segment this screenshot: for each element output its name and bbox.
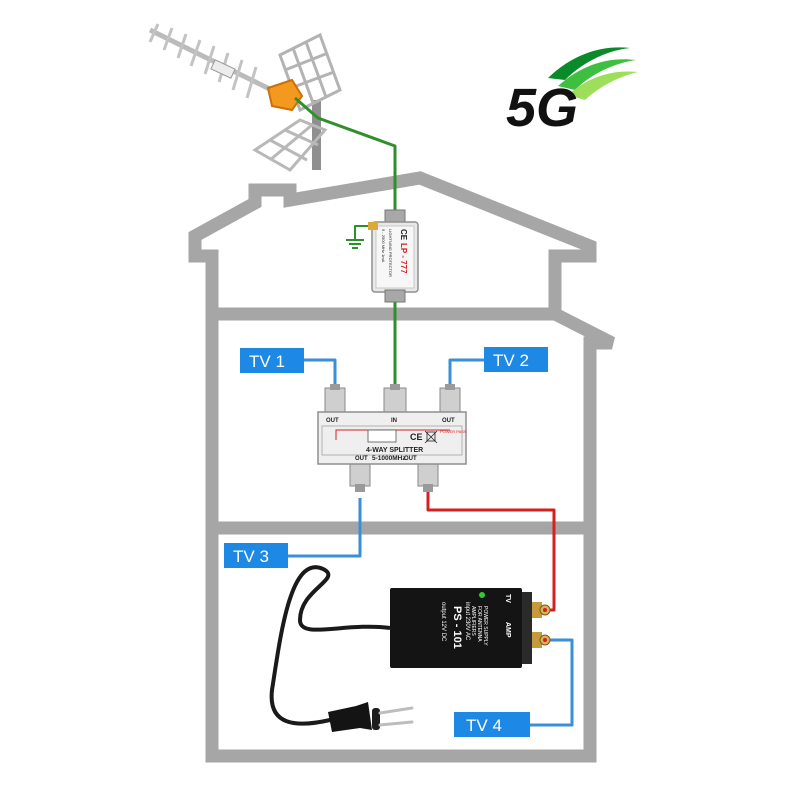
cables [269, 96, 574, 727]
protector-title: LIGHTNING PROTECTOR [388, 229, 393, 277]
splitter-port-out-left [324, 387, 346, 413]
protector-ce: CE [399, 229, 408, 241]
ps-port-tv [532, 602, 551, 618]
power-supply-unit: PS - 101 input 230V AC output 12V DC POW… [390, 588, 551, 668]
tv-outlet-1-label: TV 1 [249, 352, 285, 371]
cable-tv4 [530, 638, 574, 727]
tv-outlet-4: TV 4 [454, 712, 530, 737]
splitter-port-out-right [439, 387, 461, 413]
splitter-power-pass: POWER PASS [440, 429, 467, 434]
lower-roof [205, 307, 615, 763]
5g-arc-2 [558, 59, 636, 90]
ps-label-amp: AMP [504, 622, 511, 638]
splitter-port-out-bottom-right [417, 461, 439, 487]
lightning-protector: CE LP - 777 LIGHTNING PROTECTOR 5 - 2500… [368, 209, 419, 303]
cable-antenna-to-protector [294, 96, 397, 218]
5g-text: 5G [506, 78, 578, 138]
splitter-label-out-left: OUT [326, 418, 339, 424]
cable-tv2 [448, 358, 484, 392]
splitter-label-out-bottom-right: OUT [404, 456, 417, 462]
tv-outlet-3: TV 3 [224, 543, 288, 568]
5g-logo: 5G [506, 47, 638, 138]
5g-arc-1 [548, 47, 630, 80]
tv-outlet-2: TV 2 [484, 347, 548, 372]
splitter-port-in [383, 387, 407, 413]
ps-desc-2: FOR ANTENNA [476, 606, 482, 642]
tv-outlet-4-label: TV 4 [466, 716, 502, 735]
ps-input: input 230V AC [464, 602, 470, 641]
four-way-splitter: OUT IN OUT OUT OUT CE 4-WAY SPLITTER 5-1… [317, 384, 467, 492]
ps-port-amp [532, 632, 551, 648]
tv-outlet-2-label: TV 2 [493, 351, 529, 370]
eu-plug-icon [328, 702, 414, 732]
ps-model: PS - 101 [451, 606, 463, 649]
power-cord [269, 565, 391, 726]
protector-spec: 5 - 2500 MHz 1mA [381, 229, 386, 263]
splitter-label-in: IN [391, 418, 397, 424]
cable-splitter-to-ps [426, 492, 556, 612]
protector-model: LP - 777 [399, 243, 408, 274]
tv-outlet-1: TV 1 [240, 348, 304, 373]
ps-output: output 12V DC [440, 602, 446, 642]
ps-desc-1: POWER SUPPLY [482, 606, 488, 646]
ps-label-tv: TV [504, 594, 511, 603]
splitter-label-out-bottom-left: OUT [355, 456, 368, 462]
5g-arc-3 [568, 71, 638, 100]
splitter-title: 4-WAY SPLITTER [366, 447, 423, 454]
ps-desc-3: AMPLIFIERS [470, 606, 476, 636]
splitter-port-out-bottom-left [349, 461, 371, 487]
ground-symbol-icon [346, 239, 364, 249]
cable-tv3 [288, 498, 362, 558]
splitter-ce: CE [410, 432, 423, 442]
tv-antenna-icon [148, 23, 342, 172]
weee-bin-icon [424, 430, 438, 444]
house-outline [188, 171, 615, 763]
cable-tv1 [303, 358, 337, 392]
splitter-label-out-right: OUT [442, 418, 455, 424]
power-led-icon [479, 592, 485, 598]
splitter-freq: 5-1000MHz [372, 455, 406, 462]
tv-outlet-3-label: TV 3 [233, 547, 269, 566]
